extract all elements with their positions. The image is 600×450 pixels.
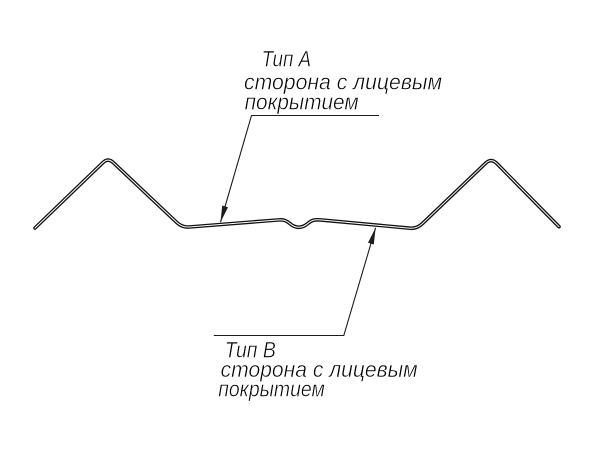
svg-text:сторона с лицевым: сторона с лицевым xyxy=(244,69,442,94)
svg-text:покрытием: покрытием xyxy=(218,376,325,401)
svg-text:покрытием: покрытием xyxy=(245,90,359,115)
svg-text:сторона с лицевым: сторона с лицевым xyxy=(221,357,418,382)
svg-text:Тип А: Тип А xyxy=(262,47,312,72)
svg-text:Тип В: Тип В xyxy=(225,338,276,363)
